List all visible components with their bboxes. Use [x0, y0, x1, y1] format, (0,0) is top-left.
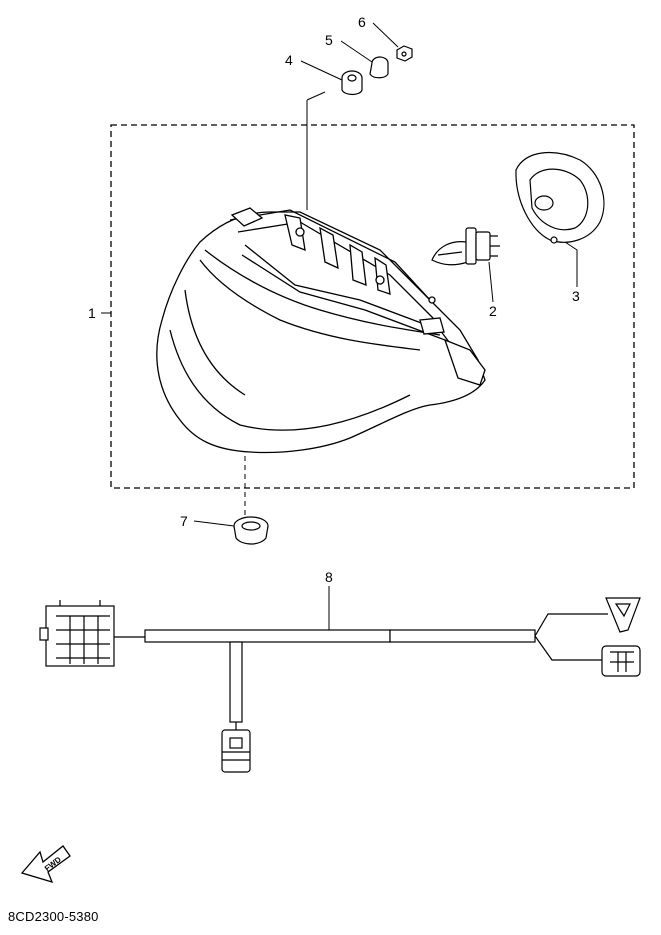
housing-fin-3 — [349, 243, 367, 286]
cap-body — [233, 525, 269, 545]
cap-part — [233, 516, 269, 545]
forward-arrow-shape — [20, 845, 71, 884]
harness-bottom-connector-slot — [229, 737, 243, 749]
bulb-terminals — [490, 235, 500, 257]
callout-8: 8 — [325, 569, 333, 585]
callout-7: 7 — [180, 513, 188, 529]
leader-lines — [101, 22, 578, 630]
grommet-part — [341, 70, 363, 96]
housing-fin-2 — [319, 226, 339, 270]
bolt-part — [396, 45, 413, 62]
grommet-hole — [347, 74, 357, 82]
harness-left-connector — [45, 605, 115, 667]
harness-right-upper-detail — [614, 603, 631, 618]
callout-4: 4 — [285, 52, 293, 68]
lens-inner-curve-2 — [184, 289, 246, 396]
diagram-code: 8CD2300-5380 — [8, 909, 99, 924]
headlight-lens-outline — [156, 211, 486, 454]
callout-6: 6 — [358, 14, 366, 30]
housing-screw-hole-3 — [428, 296, 436, 304]
leader-line-6 — [372, 22, 399, 48]
wire-harness — [39, 597, 641, 773]
harness-left-connector-latch — [39, 627, 49, 641]
leader-line-5 — [340, 40, 373, 63]
housing-fin-1 — [284, 214, 306, 252]
bulb-cover-hole — [550, 236, 558, 244]
harness-branch-down — [229, 641, 243, 723]
housing-screw-hole-1 — [295, 227, 305, 237]
harness-left-connector-grid — [56, 615, 110, 664]
housing-top-bracket — [230, 207, 264, 227]
collar-part — [369, 56, 389, 79]
bolt-hole — [401, 51, 407, 57]
leader-line-7 — [193, 520, 235, 527]
housing-side-tab — [419, 317, 445, 335]
bulb-cover-nipple — [534, 195, 554, 211]
harness-right-split — [534, 613, 608, 661]
lens-inner-curve-3 — [199, 259, 421, 351]
cap-inner — [241, 521, 261, 531]
bulb-cover-outer — [515, 152, 605, 243]
leader-line-4b — [306, 91, 326, 101]
headlight-assembly — [156, 207, 486, 454]
harness-trunk-2 — [389, 629, 536, 643]
leader-line-2 — [488, 261, 494, 303]
harness-right-lower-connector — [601, 645, 641, 677]
housing-rear-bracket — [443, 338, 486, 386]
harness-bottom-connector — [221, 729, 251, 773]
callout-1: 1 — [88, 305, 96, 321]
grommet-body — [341, 78, 363, 96]
harness-bottom-connector-ribs — [222, 751, 250, 761]
callout-5: 5 — [325, 32, 333, 48]
forward-arrow-icon: FWD — [20, 845, 71, 884]
housing-screw-hole-2 — [375, 275, 385, 285]
harness-right-lower-grid — [610, 651, 634, 672]
collar-body — [369, 62, 389, 79]
callout-3: 3 — [572, 288, 580, 304]
housing-ridge-1 — [229, 209, 431, 301]
assembly-boundary-box — [110, 124, 635, 489]
callout-2: 2 — [489, 303, 497, 319]
bulb-cover-inner — [529, 168, 589, 231]
bulb-filament — [437, 251, 463, 256]
housing-ridge-2 — [237, 221, 436, 321]
lens-inner-curve-4 — [204, 249, 441, 336]
harness-trunk-1 — [144, 629, 391, 643]
leader-line-4 — [300, 60, 343, 81]
leader-line-3 — [561, 239, 578, 287]
bulb-base-flange — [465, 227, 477, 265]
lens-inner-curve-1 — [169, 329, 411, 431]
harness-left-connector-clip — [59, 600, 101, 606]
bulb-part — [431, 227, 500, 266]
bulb-cover-part — [515, 152, 605, 244]
bulb-base-body — [475, 231, 491, 261]
